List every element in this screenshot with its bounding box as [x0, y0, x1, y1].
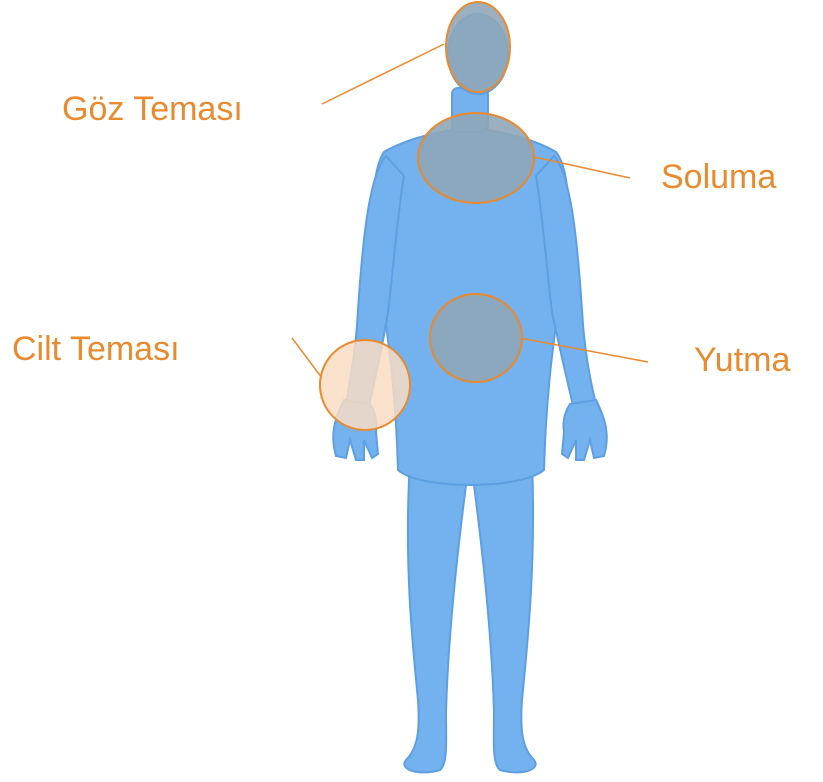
eye-zone	[446, 2, 510, 92]
eye-leader-line	[322, 44, 444, 104]
inhalation-zone	[418, 113, 534, 203]
ingestion-label: Yutma	[694, 343, 790, 377]
right-leg	[472, 460, 536, 772]
skin-leader-line	[292, 338, 322, 378]
inhalation-label: Soluma	[661, 160, 776, 194]
eye-contact-label: Göz Teması	[62, 92, 243, 126]
skin-zone	[320, 340, 410, 430]
left-leg	[404, 460, 468, 772]
right-hand	[562, 400, 607, 460]
ingestion-zone	[430, 294, 522, 382]
skin-contact-label: Cilt Teması	[12, 332, 180, 366]
